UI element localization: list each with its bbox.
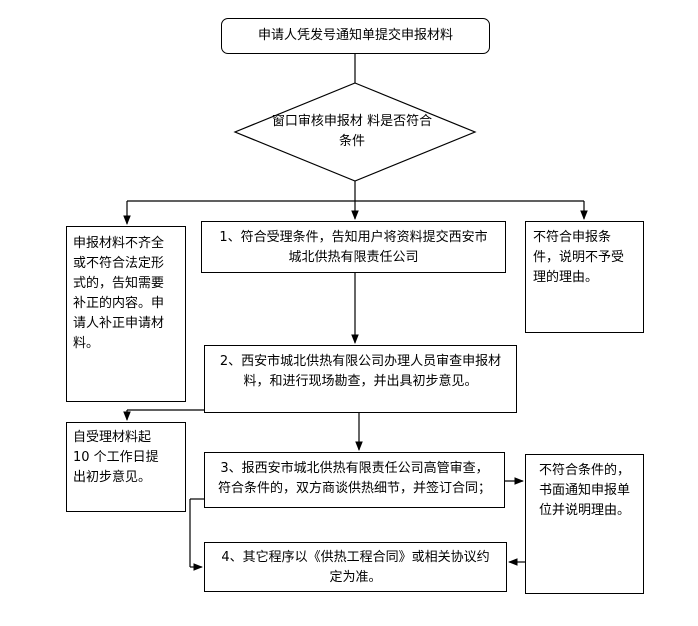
step2-line: 料，和进行现场勘查，并出具初步意见。: [243, 374, 478, 389]
right-reject-line: 理的理由。: [533, 270, 599, 285]
step3-line: 符合条件的，双方商谈供热细节，并签订合同；: [217, 481, 491, 496]
left-note-line: 自受理材料起: [73, 430, 152, 445]
left-reject-line: 式的，告知需要: [73, 276, 165, 291]
right-reject-line: 不符合申报条: [533, 230, 612, 245]
right-notice-line: 书面通知申报单: [538, 483, 630, 498]
decision-text: 窗口审核申报材 料是否符合条件: [268, 112, 436, 152]
right-reject-box: 不符合申报条 件，说明不予受 理的理由。: [525, 221, 644, 333]
step3-line: 3、报西安市城北供热有限责任公司高管审查，: [220, 461, 489, 476]
left-reject-line: 料。: [73, 336, 100, 351]
step3-box: 3、报西安市城北供热有限责任公司高管审查， 符合条件的，双方商谈供热细节，并签订…: [204, 452, 505, 508]
step1-line: 城北供热有限责任公司: [288, 250, 419, 265]
step4-line: 定为准。: [329, 570, 382, 585]
left-reject-line: 补正的内容。申: [73, 296, 165, 311]
left-note-line: 出初步意见。: [73, 470, 152, 485]
right-notice-line: 位并说明理由。: [538, 503, 630, 518]
step4-line: 4、其它程序以《供热工程合同》或相关协议约: [221, 550, 490, 565]
start-text: 申请人凭发号通知单提交申报材料: [257, 28, 453, 43]
start-box: 申请人凭发号通知单提交申报材料: [221, 18, 490, 54]
left-note-box: 自受理材料起 10 个工作日提 出初步意见。: [66, 422, 186, 512]
left-reject-line: 请人补正申请材: [73, 316, 165, 331]
left-note-line: 10 个工作日提: [73, 450, 159, 465]
right-reject-line: 件，说明不予受: [533, 250, 625, 265]
left-reject-line: 申报材料不齐全: [73, 236, 165, 251]
step2-box: 2、西安市城北供热有限公司办理人员审查申报材 料，和进行现场勘查，并出具初步意见…: [204, 345, 517, 413]
left-reject-box: 申报材料不齐全 或不符合法定形 式的，告知需要 补正的内容。申 请人补正申请材 …: [66, 226, 186, 402]
step1-box: 1、符合受理条件，告知用户将资料提交西安市 城北供热有限责任公司: [201, 221, 506, 273]
decision-line: 料是否符合条件: [338, 114, 433, 149]
right-notice-box: 不符合条件的， 书面通知申报单 位并说明理由。: [525, 454, 644, 594]
step4-box: 4、其它程序以《供热工程合同》或相关协议约 定为准。: [204, 542, 507, 592]
left-reject-line: 或不符合法定形: [73, 256, 165, 271]
decision-line: 窗口审核申报材: [271, 114, 363, 129]
step2-line: 2、西安市城北供热有限公司办理人员审查申报材: [219, 354, 502, 369]
step1-line: 1、符合受理条件，告知用户将资料提交西安市: [219, 230, 488, 245]
right-notice-line: 不符合条件的，: [538, 463, 630, 478]
